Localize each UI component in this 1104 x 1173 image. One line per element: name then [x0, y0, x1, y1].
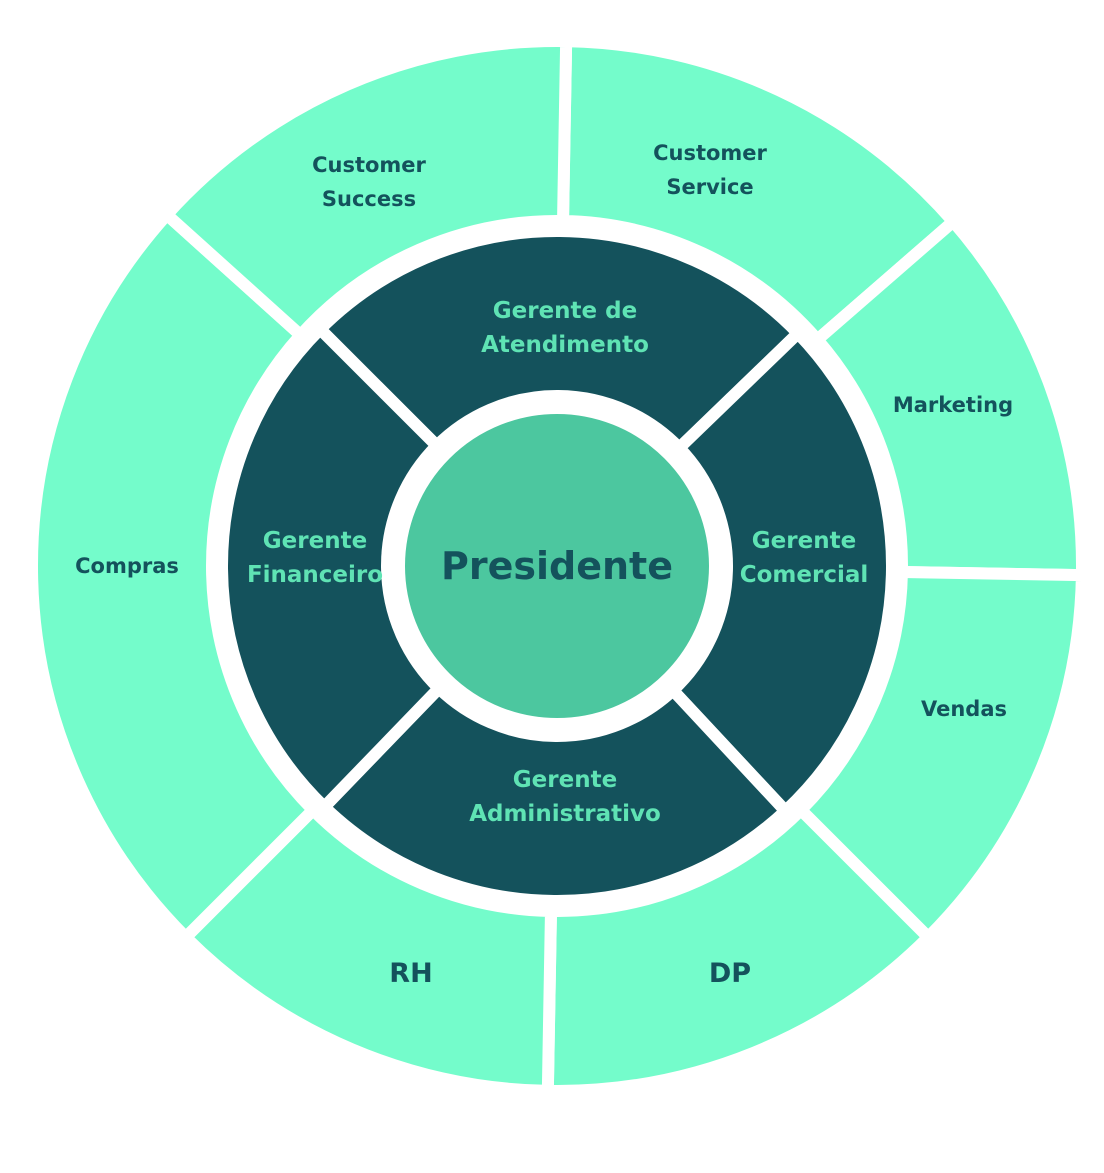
department-label-vendas: Vendas — [921, 697, 1007, 721]
department-label-marketing-line: Marketing — [893, 393, 1013, 417]
center-circle — [395, 404, 719, 728]
manager-label-financeiro-line: Financeiro — [247, 562, 383, 588]
department-label-customer-success-line: Customer — [312, 153, 426, 177]
department-label-rh-line: RH — [389, 958, 432, 989]
department-segment-customer-service — [556, 34, 962, 349]
department-label-dp-line: DP — [709, 958, 751, 989]
department-label-customer-success-line: Success — [322, 187, 416, 211]
manager-label-atendimento: Gerente de Atendimento — [481, 298, 649, 358]
department-segment-customer-success — [158, 35, 573, 344]
department-label-marketing: Marketing — [893, 393, 1013, 417]
center-label: Presidente — [441, 544, 673, 588]
department-segment-dp — [541, 801, 937, 1097]
manager-segment-financeiro — [216, 320, 448, 816]
department-label-vendas-line: Vendas — [921, 697, 1007, 721]
manager-label-atendimento-line: Gerente de — [493, 298, 637, 324]
outer-ring — [26, 34, 1089, 1098]
manager-segment-comercial — [664, 324, 898, 820]
center-hub — [395, 404, 719, 728]
department-label-rh: RH — [389, 958, 432, 989]
department-label-customer-service-line: Service — [666, 175, 753, 199]
department-label-dp: DP — [709, 958, 751, 989]
manager-label-comercial-line: Gerente — [752, 528, 856, 554]
manager-label-financeiro-line: Gerente — [263, 528, 367, 554]
manager-label-administrativo-line: Gerente — [513, 767, 617, 793]
manager-label-administrativo-line: Administrativo — [469, 801, 661, 827]
department-label-compras: Compras — [75, 554, 179, 578]
department-segment-compras — [26, 206, 322, 946]
inner-ring — [216, 225, 898, 907]
manager-label-atendimento-line: Atendimento — [481, 332, 649, 358]
department-label-customer-service-line: Customer — [653, 141, 767, 165]
manager-label-comercial-line: Comercial — [740, 562, 869, 588]
manager-segment-atendimento — [311, 225, 807, 457]
department-label-compras-line: Compras — [75, 554, 179, 578]
manager-segment-administrativo — [315, 679, 794, 907]
